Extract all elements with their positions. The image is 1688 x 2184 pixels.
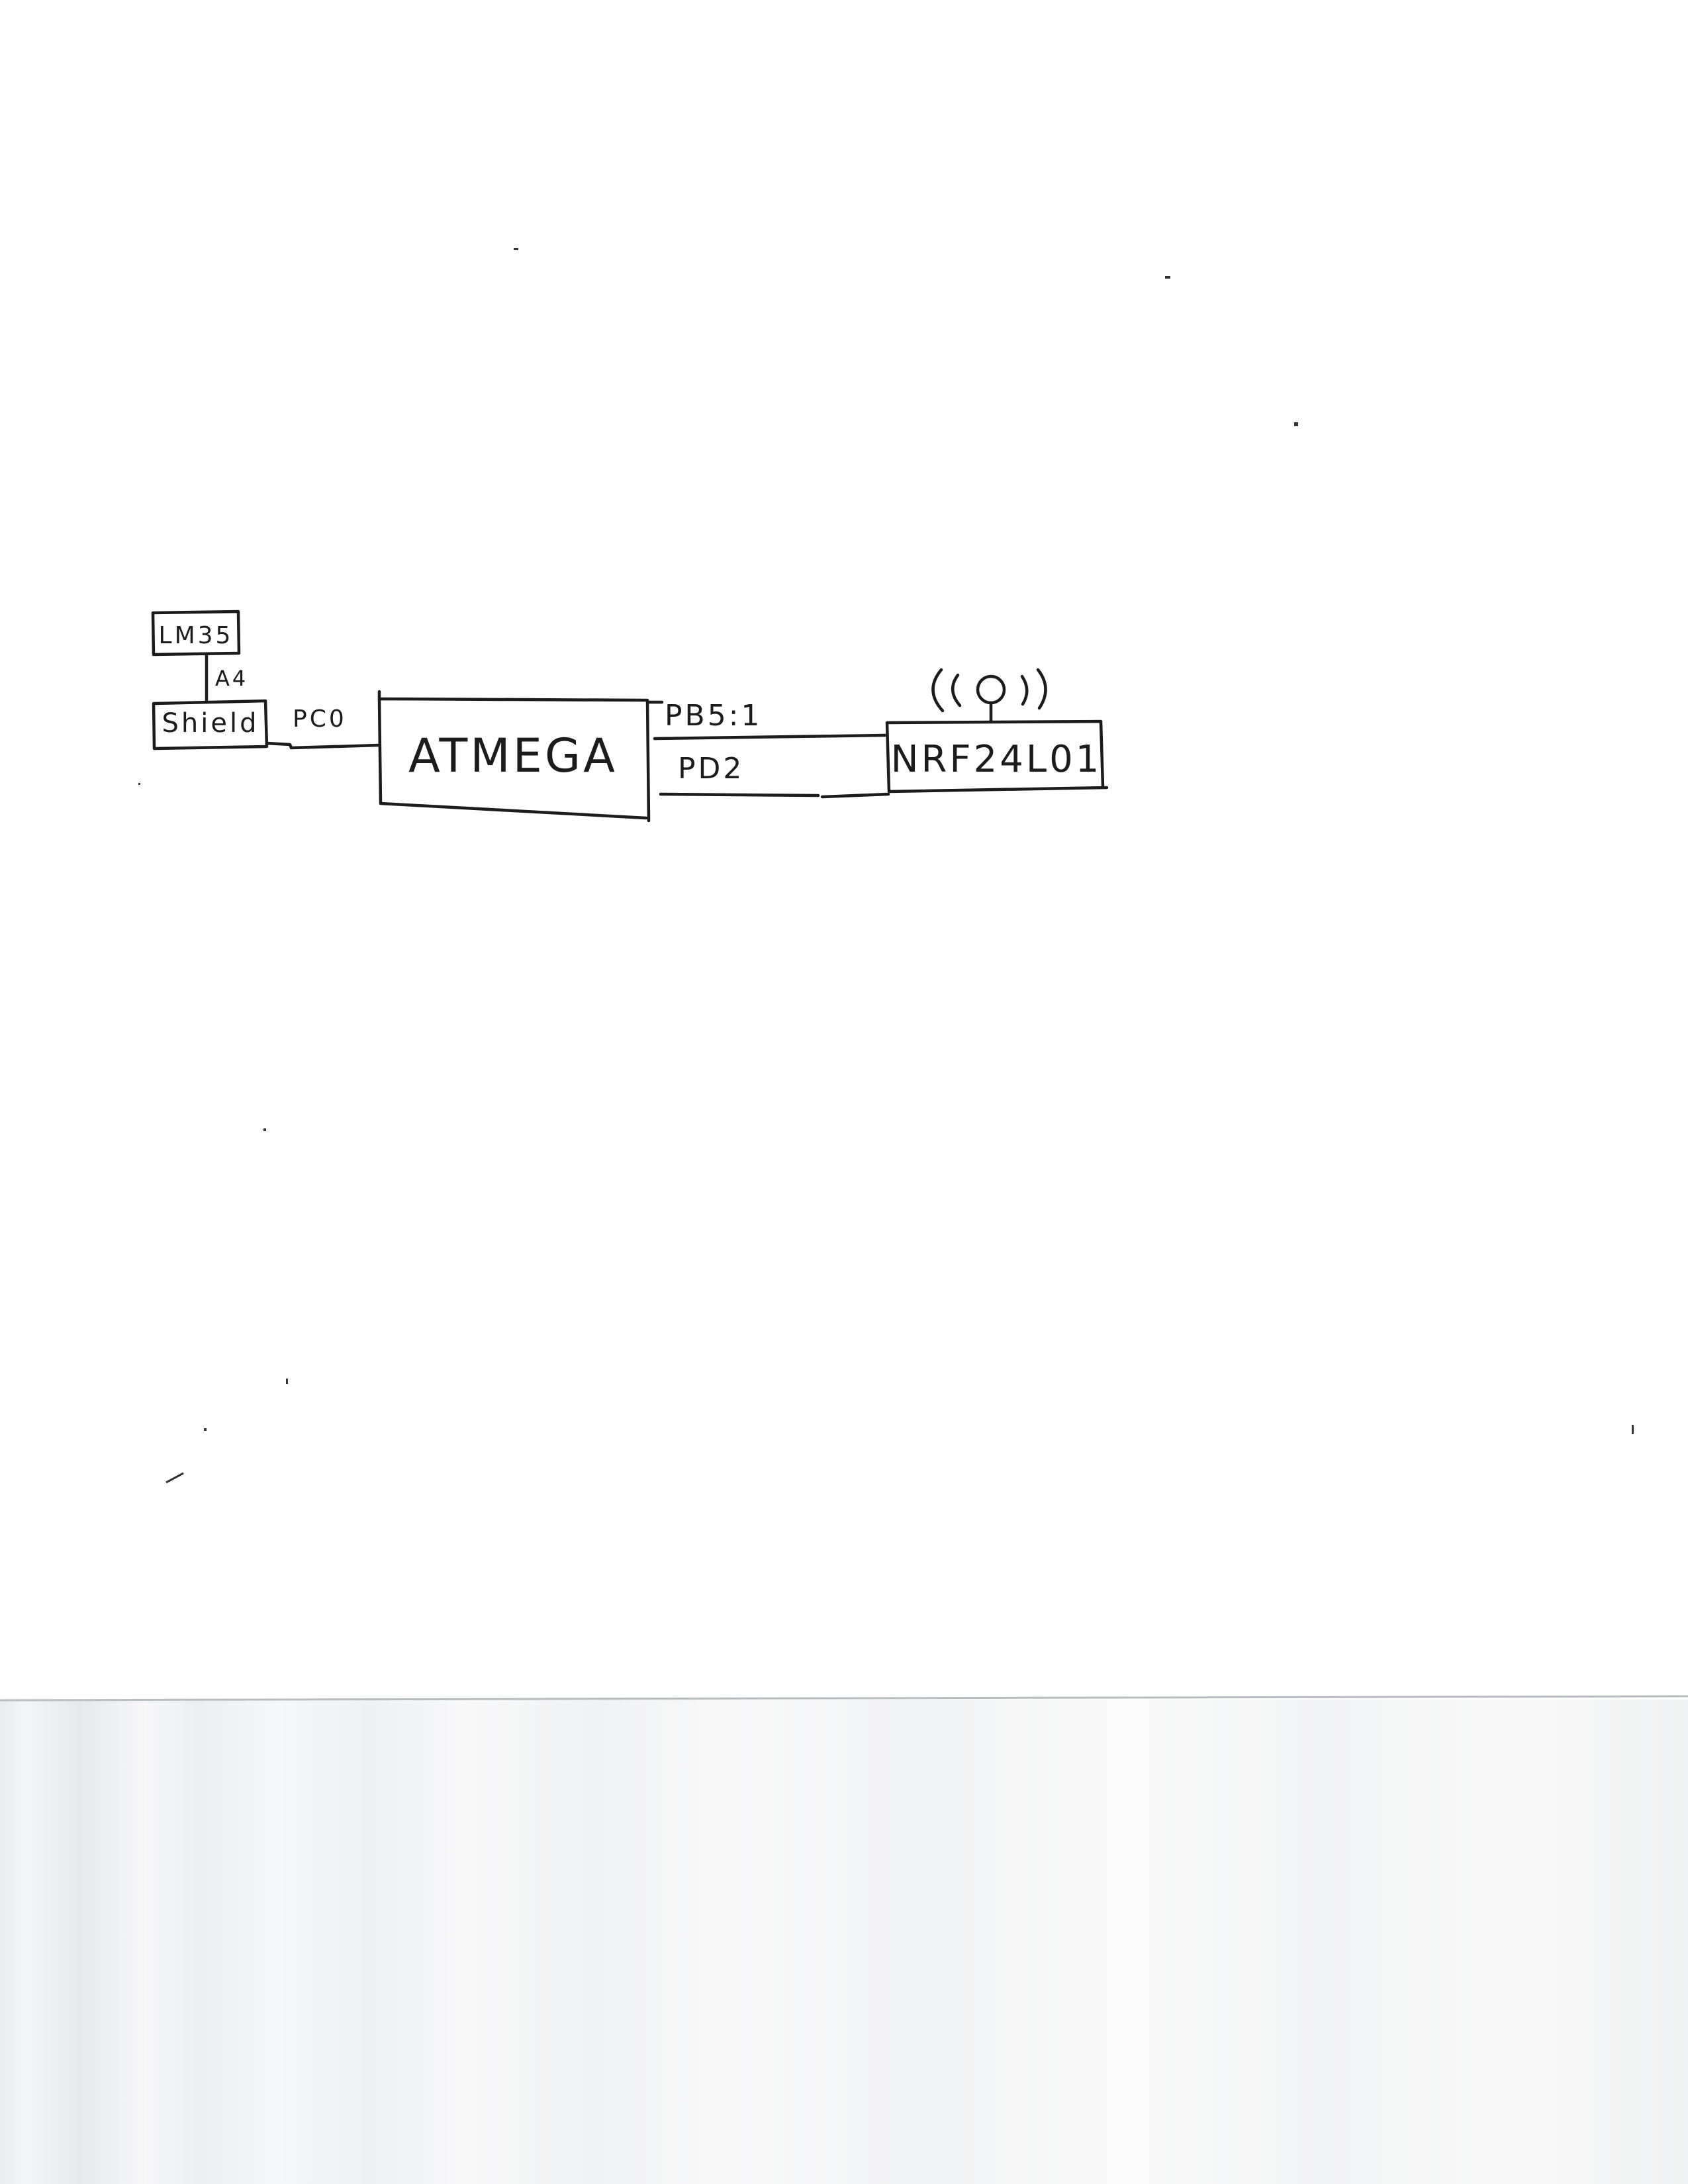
connection-atmega-nrf: PB5:1 PD2	[647, 699, 890, 799]
pb5-label: PB5:1	[665, 699, 763, 733]
atmega-node: ATMEGA	[377, 690, 651, 823]
page-edge	[0, 1695, 1688, 1702]
atmega-box	[377, 697, 651, 823]
nrf24l01-node: NRF24L01	[885, 719, 1109, 794]
pd2-wire	[659, 792, 890, 799]
pc0-label: PC0	[293, 705, 347, 733]
a4-label: A4	[215, 666, 248, 691]
nrf-label: NRF24L01	[891, 738, 1102, 781]
pc0-wire	[265, 741, 381, 750]
lm35-node: LM35	[151, 610, 241, 657]
antenna-signal-icon	[931, 668, 1047, 723]
scanner-background	[0, 1700, 1688, 2184]
lm35-label: LM35	[159, 622, 234, 649]
connection-lm35-shield: A4	[205, 653, 248, 702]
block-diagram: LM35 A4 Shield PC0 ATMEGA PB5:1 PD2	[138, 248, 1634, 1484]
shield-label: Shield	[162, 708, 259, 739]
shield-box	[152, 699, 269, 751]
pd2-label: PD2	[678, 752, 744, 786]
shield-node: Shield	[152, 699, 269, 751]
scan-specks	[138, 248, 1634, 1484]
nrf-box	[885, 719, 1109, 794]
lm35-box	[151, 610, 241, 657]
pb5-wire	[647, 700, 887, 741]
atmega-label: ATMEGA	[408, 729, 618, 783]
connection-shield-atmega: PC0	[265, 705, 381, 750]
